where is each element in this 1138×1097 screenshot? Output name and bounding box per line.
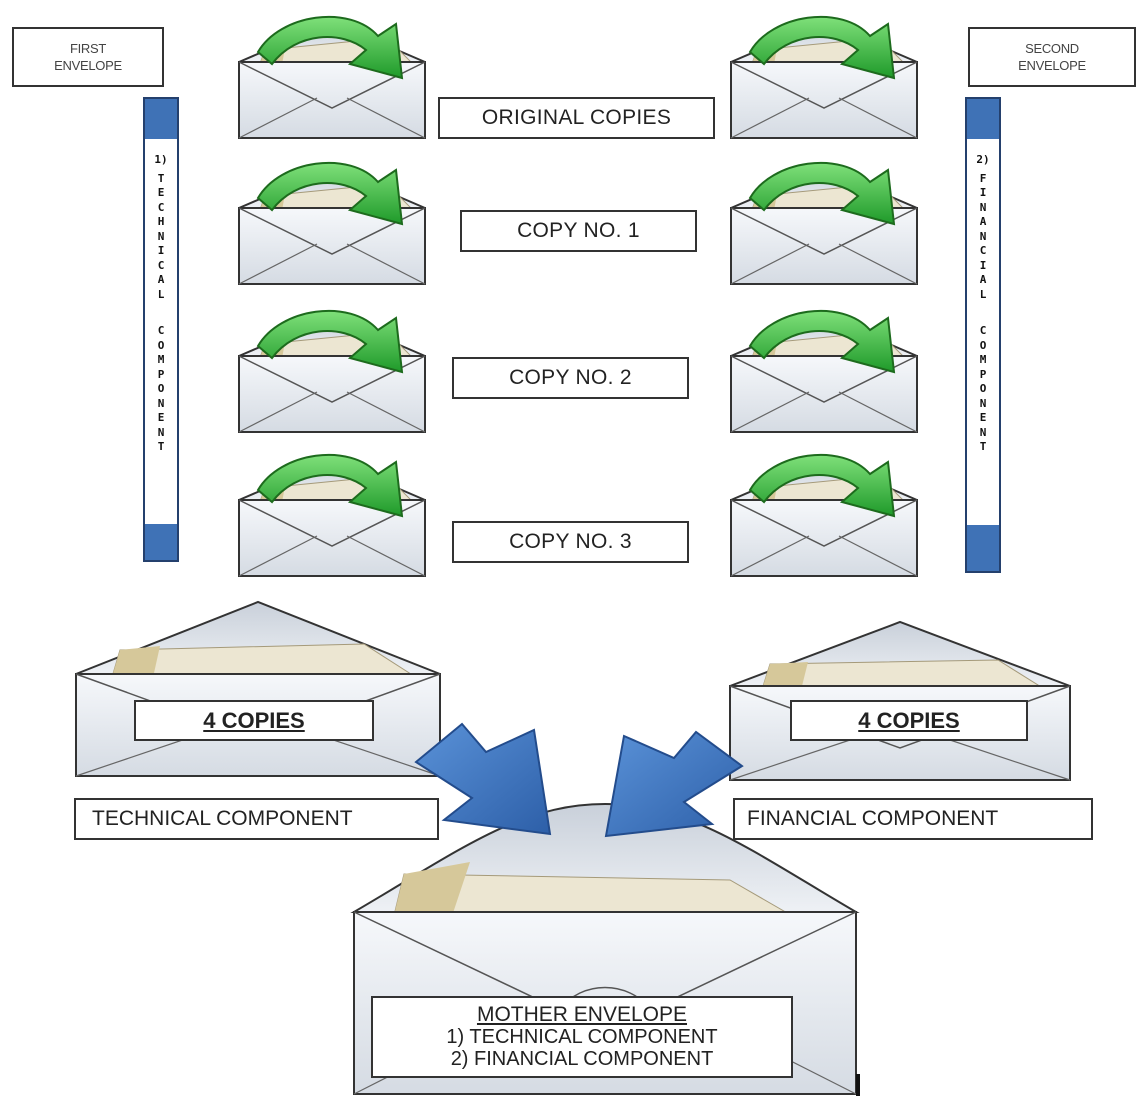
first-envelope-line1: FIRST [69,41,107,56]
copy-no-1-text: COPY NO. 1 [517,219,640,242]
right-envelope-icon [730,161,918,285]
copy-no-2-text: COPY NO. 2 [509,366,632,389]
right-bundle-text: 4 COPIES [858,707,960,733]
financial-component-label: FINANCIAL COMPONENT [733,798,1093,840]
copy-no-3-text: COPY NO. 3 [509,530,632,553]
left-envelope-icon [238,15,426,139]
original-copies-label: ORIGINAL COPIES [438,97,715,139]
mother-envelope-label: MOTHER ENVELOPE 1) TECHNICAL COMPONENT 2… [371,996,793,1078]
technical-component-label: TECHNICAL COMPONENT [74,798,439,840]
mother-envelope-line1: 1) TECHNICAL COMPONENT [446,1026,718,1048]
financial-bar-number: 2) [976,153,990,166]
technical-component-text: TECHNICAL COMPONENT [92,807,353,830]
right-bundle-label: 4 COPIES [790,700,1028,741]
right-envelope-icon [730,15,918,139]
mother-envelope-line2: 2) FINANCIAL COMPONENT [450,1048,714,1070]
tick-mark [856,1074,860,1096]
first-envelope-line2: ENVELOPE [54,58,122,73]
second-envelope-line1: SECOND [1025,41,1079,56]
right-envelope-icon [730,453,918,577]
first-envelope-label: FIRST ENVELOPE [12,27,164,87]
financial-component-text: FINANCIAL COMPONENT [747,807,999,830]
right-blue-arrow-icon [604,730,744,838]
original-copies-text: ORIGINAL COPIES [481,106,672,129]
left-envelope-icon [238,453,426,577]
copy-no-1-label: COPY NO. 1 [460,210,697,252]
left-bundle-text: 4 COPIES [203,707,305,733]
left-envelope-icon [238,161,426,285]
mother-envelope-title: MOTHER ENVELOPE [476,1003,688,1026]
right-envelope-icon [730,309,918,433]
copy-no-3-label: COPY NO. 3 [452,521,689,563]
second-envelope-label: SECOND ENVELOPE [968,27,1136,87]
left-blue-arrow-icon [414,722,552,836]
left-bundle-envelope-icon [75,600,441,777]
left-bundle-label: 4 COPIES [134,700,374,741]
second-envelope-line2: ENVELOPE [1018,58,1086,73]
left-envelope-icon [238,309,426,433]
copy-no-2-label: COPY NO. 2 [452,357,689,399]
technical-bar-number: 1) [154,153,168,166]
